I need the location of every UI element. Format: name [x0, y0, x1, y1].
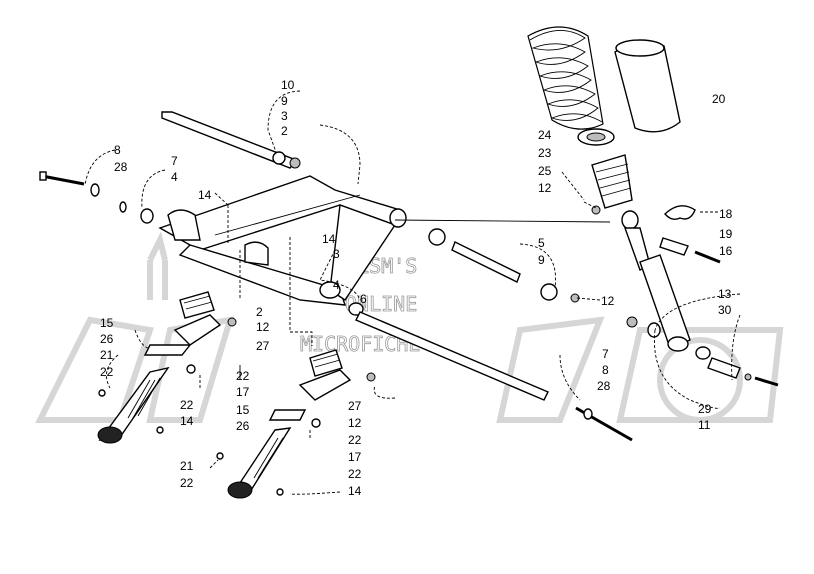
- callout-label: 8: [602, 363, 609, 377]
- callout-label: 4: [333, 278, 340, 292]
- callout-label: 22: [180, 398, 194, 412]
- callout-label: 17: [348, 450, 362, 464]
- callout-label: 9: [538, 253, 545, 267]
- left-footrest: [97, 291, 237, 444]
- callout-label: 14: [198, 188, 212, 202]
- callout-label: 10: [281, 78, 295, 92]
- swing-arm: [158, 175, 407, 306]
- callout-label: 22: [180, 476, 194, 490]
- callout-label: 12: [256, 320, 270, 334]
- callout-label: 11: [698, 418, 711, 432]
- callout-label: 15: [236, 403, 250, 417]
- spring: [527, 26, 604, 130]
- callout-label: 3: [281, 109, 288, 123]
- callout-label: 8: [114, 143, 121, 157]
- callout-label: 14: [180, 414, 194, 428]
- callout-label: 30: [718, 303, 732, 317]
- shock-absorber: [591, 205, 779, 387]
- bushings: [348, 228, 580, 316]
- callout-label: 16: [719, 244, 733, 258]
- callout-label: 14: [322, 232, 336, 246]
- callout-label: 12: [348, 416, 362, 430]
- callout-label: 17: [236, 385, 250, 399]
- callout-label: 2: [281, 124, 288, 138]
- callout-label: 2: [256, 305, 263, 319]
- leader-lines: [84, 90, 741, 495]
- callout-label: 5: [538, 236, 545, 250]
- callout-label: 25: [538, 164, 552, 178]
- callout-label: 26: [236, 419, 250, 433]
- callout-label: 20: [712, 92, 726, 106]
- callout-labels: 10 9 3 2 8 28 7 4 14 14 3 4 6 5 9 12 2 1…: [100, 78, 733, 498]
- callout-label: 22: [348, 433, 362, 447]
- left-bolt: [39, 171, 154, 224]
- callout-label: 12: [538, 181, 552, 195]
- callout-label: 28: [597, 379, 611, 393]
- shock-boot: [614, 39, 681, 133]
- callout-label: 13: [718, 287, 732, 301]
- callout-label: 9: [281, 94, 288, 108]
- callout-label: 6: [360, 292, 367, 306]
- callout-label: 3: [333, 247, 340, 261]
- callout-label: 22: [348, 467, 362, 481]
- callout-label: 12: [601, 294, 615, 308]
- callout-label: 29: [698, 402, 712, 416]
- callout-label: 24: [538, 128, 552, 142]
- callout-label: 22: [236, 369, 250, 383]
- top-cross-rod: [161, 111, 301, 169]
- callout-label: 4: [171, 170, 178, 184]
- callout-label: 7: [602, 347, 609, 361]
- callout-label: 15: [100, 316, 114, 330]
- callout-label: 27: [348, 399, 362, 413]
- callout-label: 7: [171, 154, 178, 168]
- callout-label: 21: [180, 459, 194, 473]
- background-logo: [35, 231, 784, 423]
- callout-label: 14: [348, 484, 362, 498]
- callout-label: 27: [256, 339, 270, 353]
- callout-label: 22: [100, 365, 114, 379]
- spring-seat: [577, 128, 633, 209]
- cross-shafts: [355, 241, 633, 442]
- callout-label: 28: [114, 160, 128, 174]
- callout-label: 23: [538, 146, 552, 160]
- right-footrest: [216, 349, 376, 499]
- callout-label: 18: [719, 207, 733, 221]
- callout-label: 21: [100, 348, 114, 362]
- callout-label: 26: [100, 332, 114, 346]
- callout-label: 19: [719, 227, 733, 241]
